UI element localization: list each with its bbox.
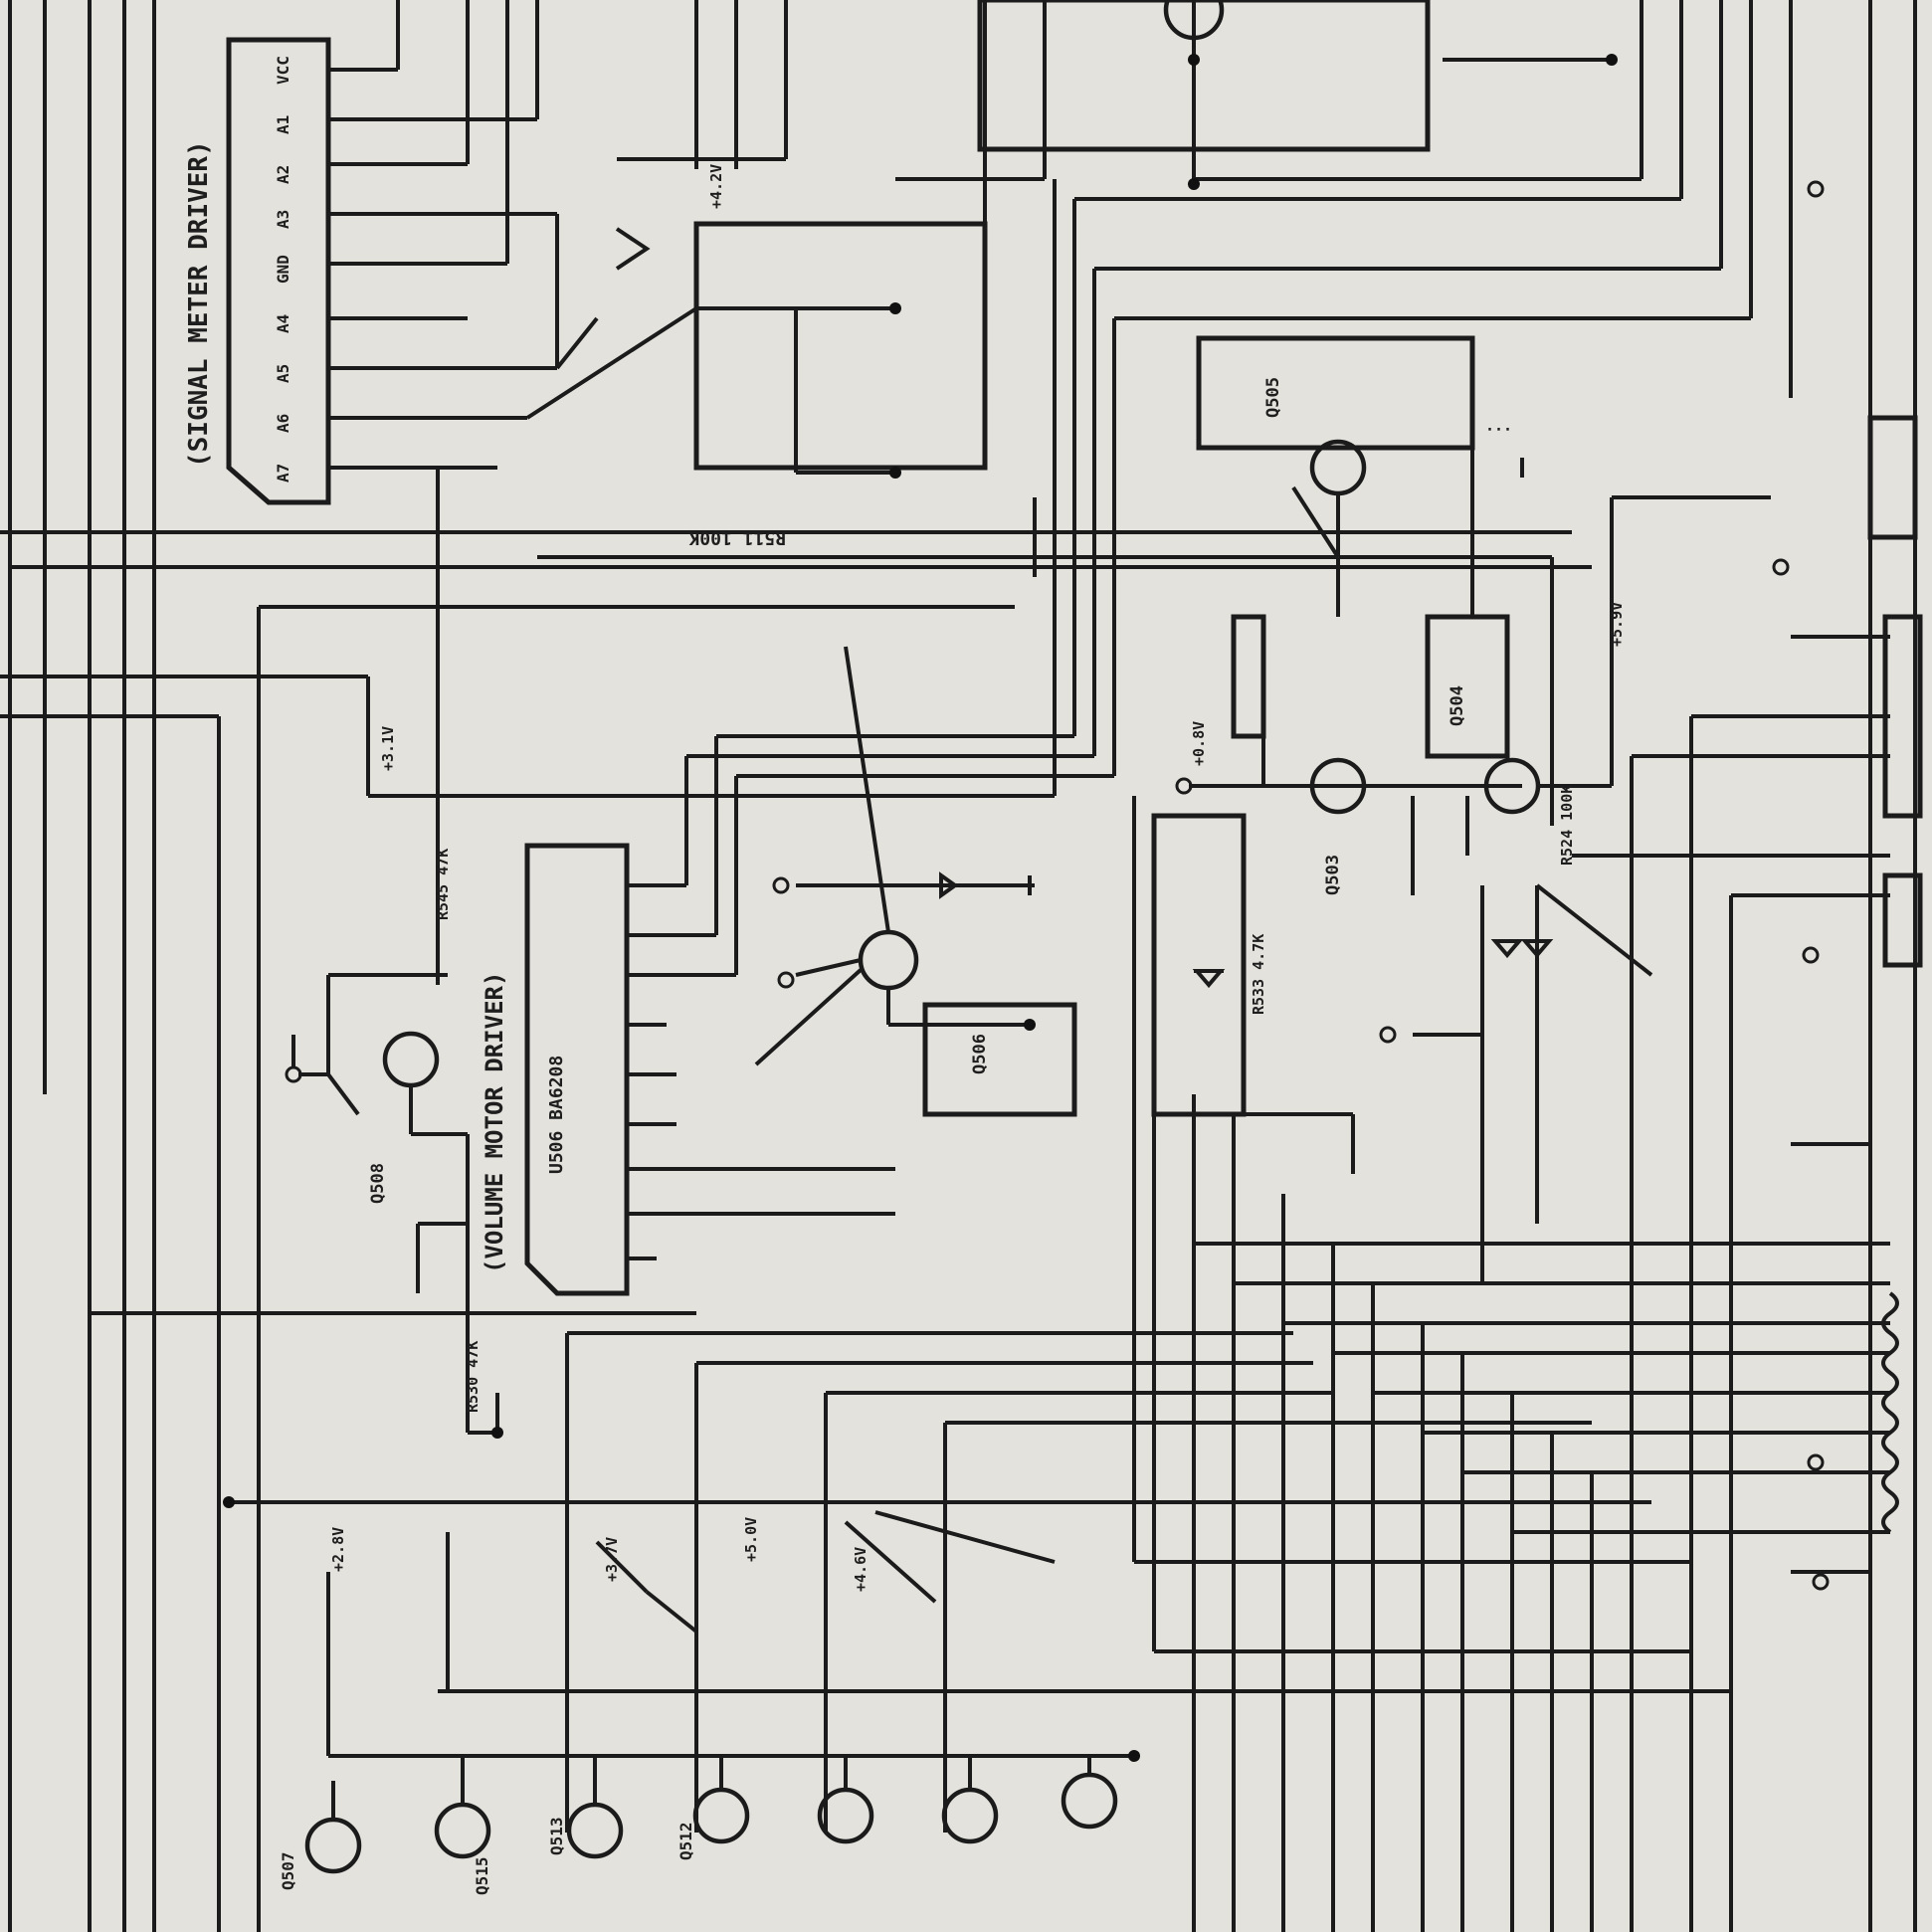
meter-pin-a6: A6: [274, 414, 292, 433]
meter-pin-a3: A3: [274, 210, 292, 229]
r545-label: R545 47K: [434, 849, 452, 920]
q512-label: Q512: [676, 1822, 695, 1860]
q509-transistor: [941, 1787, 999, 1844]
signal-meter-title: (SIGNAL METER DRIVER): [184, 140, 214, 468]
q506-transistor: [858, 929, 919, 991]
q503-label: Q503: [1323, 855, 1343, 895]
volt-bottom-3: +5.0V: [742, 1517, 760, 1562]
volt-label-top: +4.2V: [707, 164, 725, 209]
q505-stage: Q505 ...: [1196, 335, 1524, 617]
q513-label: Q513: [547, 1817, 566, 1855]
volt-q503: +0.8V: [1190, 721, 1208, 766]
volume-motor-part: U506 BA6208: [546, 1056, 567, 1174]
signal-meter-pin-labels: VCC A1 A2 A3 GND A4 A5 A6 A7: [274, 56, 292, 483]
volume-motor-ic: (VOLUME MOTOR DRIVER) U506 BA6208: [481, 736, 895, 1296]
q508-stage: Q508 R530 47K R545 47K +3.1V: [285, 468, 503, 1439]
q508-transistor: [382, 1031, 440, 1088]
left-bus-lines: [8, 0, 156, 1932]
q512-transistor: [692, 1787, 750, 1844]
meter-pin-a7: A7: [274, 464, 292, 483]
lower-bus-lines: [90, 796, 1890, 1932]
meter-pin-vcc: VCC: [274, 56, 292, 85]
volt-bottom-2: +3.7V: [603, 1537, 621, 1582]
volt-q508: +3.1V: [379, 726, 397, 771]
q511-transistor: [1061, 1772, 1118, 1830]
volt-bottom-1: +2.8V: [329, 1527, 347, 1572]
meter-pin-a1: A1: [274, 115, 292, 134]
q503-transistor: [1309, 757, 1367, 815]
q508-label: Q508: [368, 1163, 388, 1204]
mid-bus-lines: R511 100K: [0, 179, 1592, 1932]
meter-pin-a4: A4: [274, 314, 292, 333]
meter-pin-a5: A5: [274, 364, 292, 383]
q504-label: Q504: [1448, 685, 1467, 726]
diode-network: R524 100K R533 4.7K: [1151, 785, 1653, 1283]
svg-text:...: ...: [1485, 424, 1512, 442]
meter-pin-gnd: GND: [274, 255, 292, 284]
meter-resistor-network: +4.2V: [525, 164, 988, 479]
signal-meter-ic: (SIGNAL METER DRIVER): [184, 37, 557, 505]
volume-motor-title: (VOLUME MOTOR DRIVER): [481, 972, 508, 1273]
q507-transistor: [304, 1817, 362, 1874]
right-connector: +5.9V: [1572, 180, 1923, 1932]
bottom-transistor-row: Q507 Q513 Q515 Q512 +2.8V +3.7V +5.0V +4…: [279, 1510, 1118, 1895]
q505-label: Q505: [1263, 377, 1283, 418]
r533-label: R533 4.7K: [1250, 934, 1267, 1015]
q506-label: Q506: [970, 1034, 990, 1074]
q515-transistor: [434, 1802, 491, 1859]
meter-pin-a2: A2: [274, 165, 292, 184]
r511-label: R511 100K: [688, 527, 786, 548]
volt-right: +5.9V: [1608, 602, 1626, 647]
q513-transistor: [566, 1802, 624, 1859]
q515-label: Q515: [473, 1856, 491, 1895]
r524-label: R524 100K: [1558, 785, 1576, 866]
volt-bottom-4: +4.6V: [852, 1547, 869, 1592]
q506-stage: Q506: [754, 646, 1077, 1117]
q507-label: Q507: [279, 1851, 297, 1890]
q503-q504-stage: Q503 Q504 +0.8V: [1175, 495, 1771, 895]
r530-label: R530 47K: [464, 1341, 482, 1413]
